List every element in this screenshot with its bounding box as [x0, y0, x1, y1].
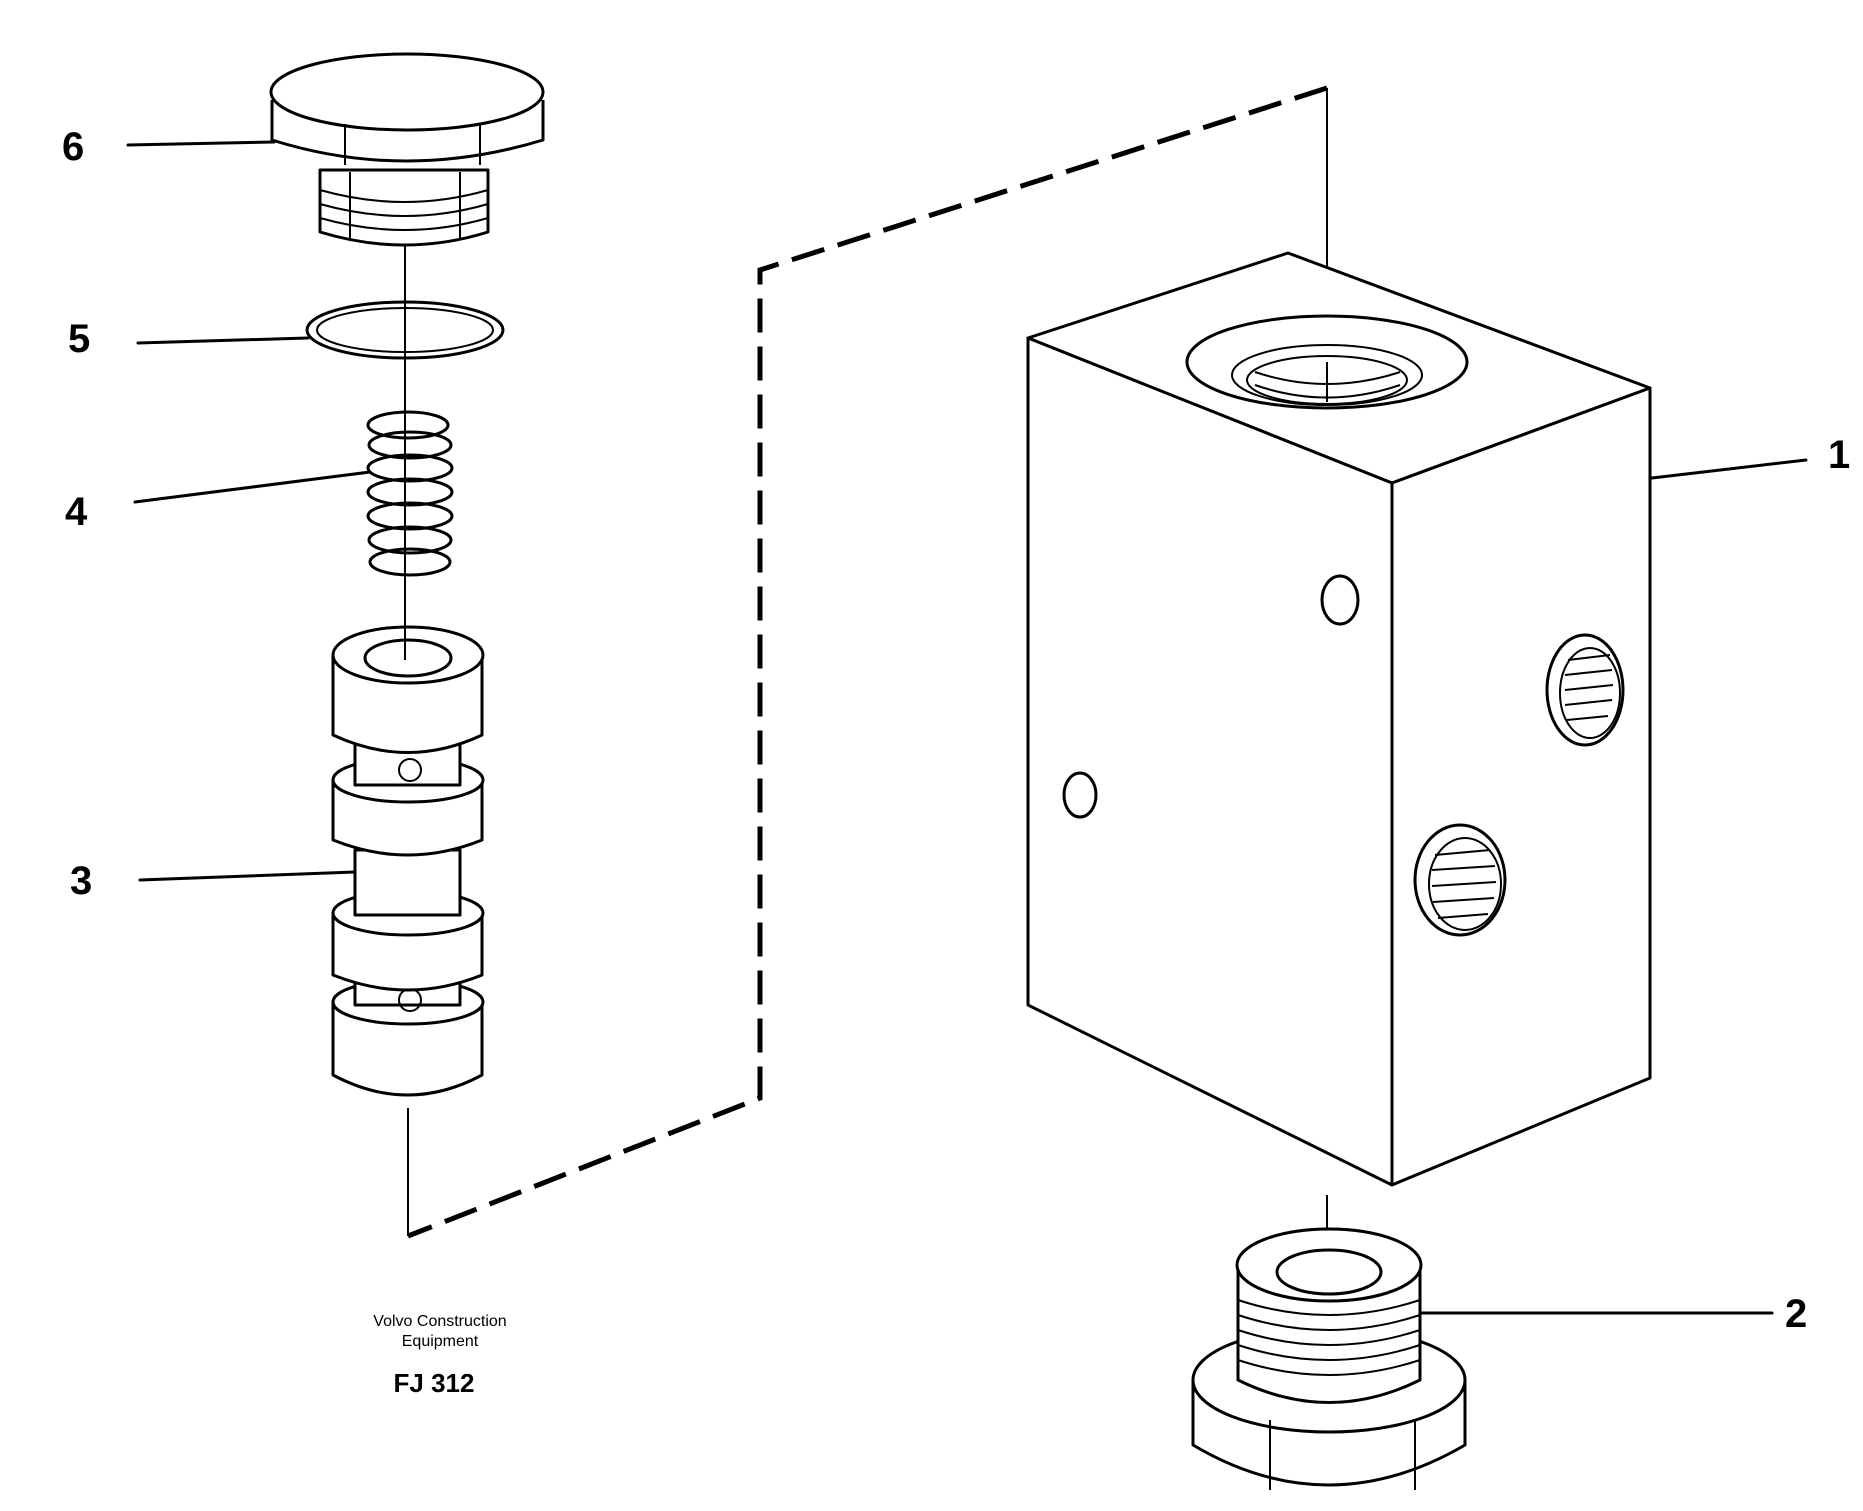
callout-5: 5	[68, 317, 90, 361]
callout-4: 4	[65, 490, 88, 534]
plug-cap-icon	[269, 52, 545, 247]
callout-2: 2	[1785, 1292, 1807, 1336]
threaded-plug-icon	[1191, 1227, 1467, 1490]
spool-icon	[331, 625, 485, 1097]
leader-lines	[126, 140, 1808, 1315]
o-ring-icon	[305, 300, 505, 360]
callout-3: 3	[70, 859, 92, 903]
callout-6: 6	[62, 125, 84, 169]
caption-brand-line1: Volvo Construction	[373, 1313, 506, 1330]
callout-1: 1	[1828, 433, 1850, 477]
spring-icon	[366, 410, 454, 577]
figure-code: FJ 312	[394, 1368, 475, 1398]
valve-housing-icon	[1026, 251, 1652, 1187]
caption-brand-line2: Equipment	[402, 1333, 479, 1350]
